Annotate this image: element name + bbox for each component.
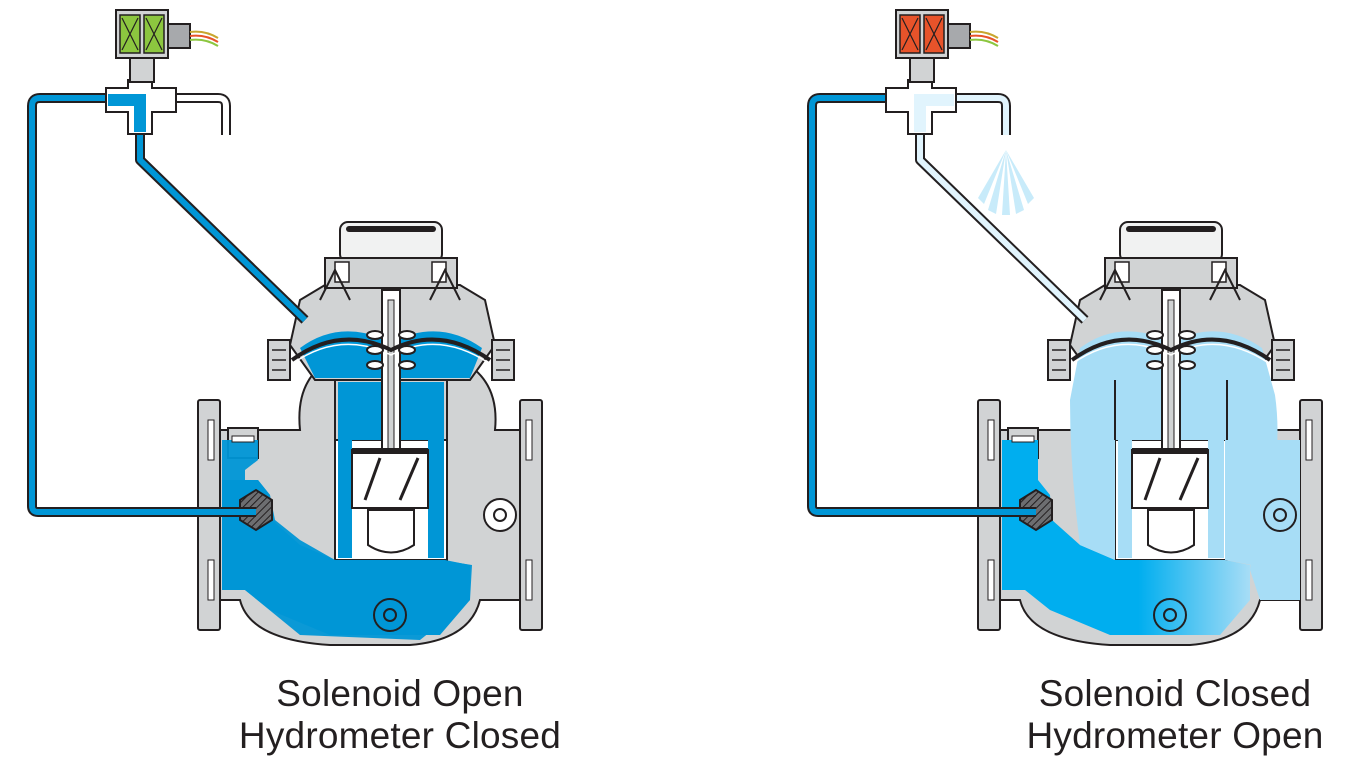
water-spray [978,150,1034,215]
caption-right-line2: Hydrometer Open [1026,715,1324,756]
caption-left-line2: Hydrometer Closed [238,715,562,756]
caption-left-line1: Solenoid Open [276,673,524,714]
control-tubing-right [807,93,1089,517]
solenoid-coil-right [895,9,999,83]
control-tubing-left [27,93,309,517]
panel-solenoid-open [27,9,543,646]
caption-right-line1: Solenoid Closed [1038,673,1312,714]
panel-solenoid-closed [807,9,1323,646]
solenoid-coil-left [115,9,219,83]
caption-right: Solenoid Closed Hydrometer Open [975,673,1350,757]
three-way-fitting-right [885,79,957,135]
three-way-fitting-left [105,79,177,135]
caption-left: Solenoid Open Hydrometer Closed [190,673,610,757]
